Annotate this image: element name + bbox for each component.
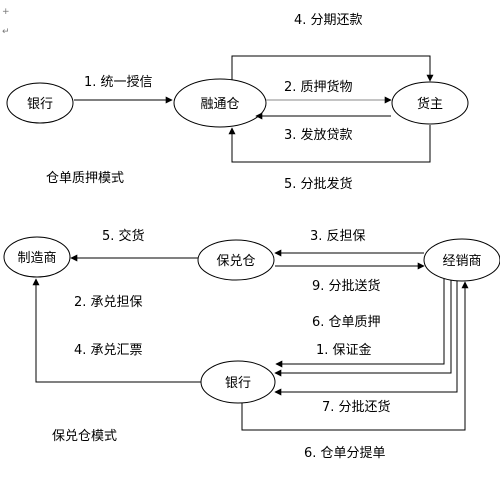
node-distributor: 经销商 [423, 238, 500, 282]
node-manufacturer: 制造商 [3, 236, 71, 278]
edge-label-acceptance-guarantee: 2. 承兑担保 [74, 295, 143, 310]
edge-label-pledge-goods: 2. 质押货物 [284, 79, 353, 95]
node-manufacturer-label: 制造商 [17, 251, 56, 266]
node-warehouse-bottom-label: 保兑仓 [216, 254, 255, 269]
node-owner: 货主 [391, 81, 469, 125]
node-distributor-label: 经销商 [442, 254, 481, 269]
edge-label-deliver: 5. 交货 [102, 228, 145, 244]
node-warehouse-top-label: 融通仓 [200, 97, 239, 112]
edge-delivery-order [241, 281, 469, 431]
guarantee-mode-diagram: 制造商 保兑仓 经销商 银行 5. 交货 3. 反担保 2. 承兑担保 9. 分… [3, 228, 500, 461]
edge-bank-to-manufacturer [32, 278, 201, 383]
node-bank-top: 银行 [6, 82, 74, 124]
edge-batch-return [274, 281, 458, 396]
caption-pledge-mode: 仓单质押模式 [46, 171, 124, 186]
node-warehouse-top: 融通仓 [173, 78, 267, 128]
node-warehouse-bottom: 保兑仓 [197, 239, 275, 281]
edge-label-issue-loan: 3. 发放贷款 [284, 127, 353, 143]
edge-label-acceptance-draft: 4. 承兑汇票 [74, 343, 143, 358]
edge-warehouse-receipt-pledge [275, 279, 445, 368]
edge-label-warehouse-receipt-pledge: 6. 仓单质押 [312, 315, 381, 330]
pledge-mode-diagram: 银行 融通仓 货主 1. 统一授信 4. 分期还款 2. 质押货物 3. 发放贷… [6, 13, 469, 192]
edge-installment-repay [231, 55, 434, 82]
node-owner-label: 货主 [417, 96, 443, 112]
edge-label-delivery-order: 6. 仓单分提单 [304, 445, 386, 461]
node-bank-bottom: 银行 [200, 360, 276, 404]
edge-label-installment-repay: 4. 分期还款 [294, 13, 363, 28]
edge-label-batch-shipping: 9. 分批送货 [312, 278, 381, 294]
edge-label-counter-guarantee: 3. 反担保 [310, 229, 366, 244]
return-mark: ↵ [2, 27, 10, 37]
caption-guarantee-mode: 保兑仓模式 [52, 429, 117, 444]
edge-label-deposit: 1. 保证金 [316, 342, 372, 358]
node-bank-top-label: 银行 [27, 97, 53, 112]
node-bank-bottom-label: 银行 [225, 376, 251, 391]
edge-deposit [274, 280, 452, 377]
edge-label-credit-line: 1. 统一授信 [84, 75, 153, 90]
edge-batch-delivery [228, 125, 431, 163]
corner-mark: + [2, 7, 10, 17]
edge-label-batch-return: 7. 分批还货 [322, 399, 391, 415]
edge-label-batch-delivery: 5. 分批发货 [284, 176, 353, 192]
